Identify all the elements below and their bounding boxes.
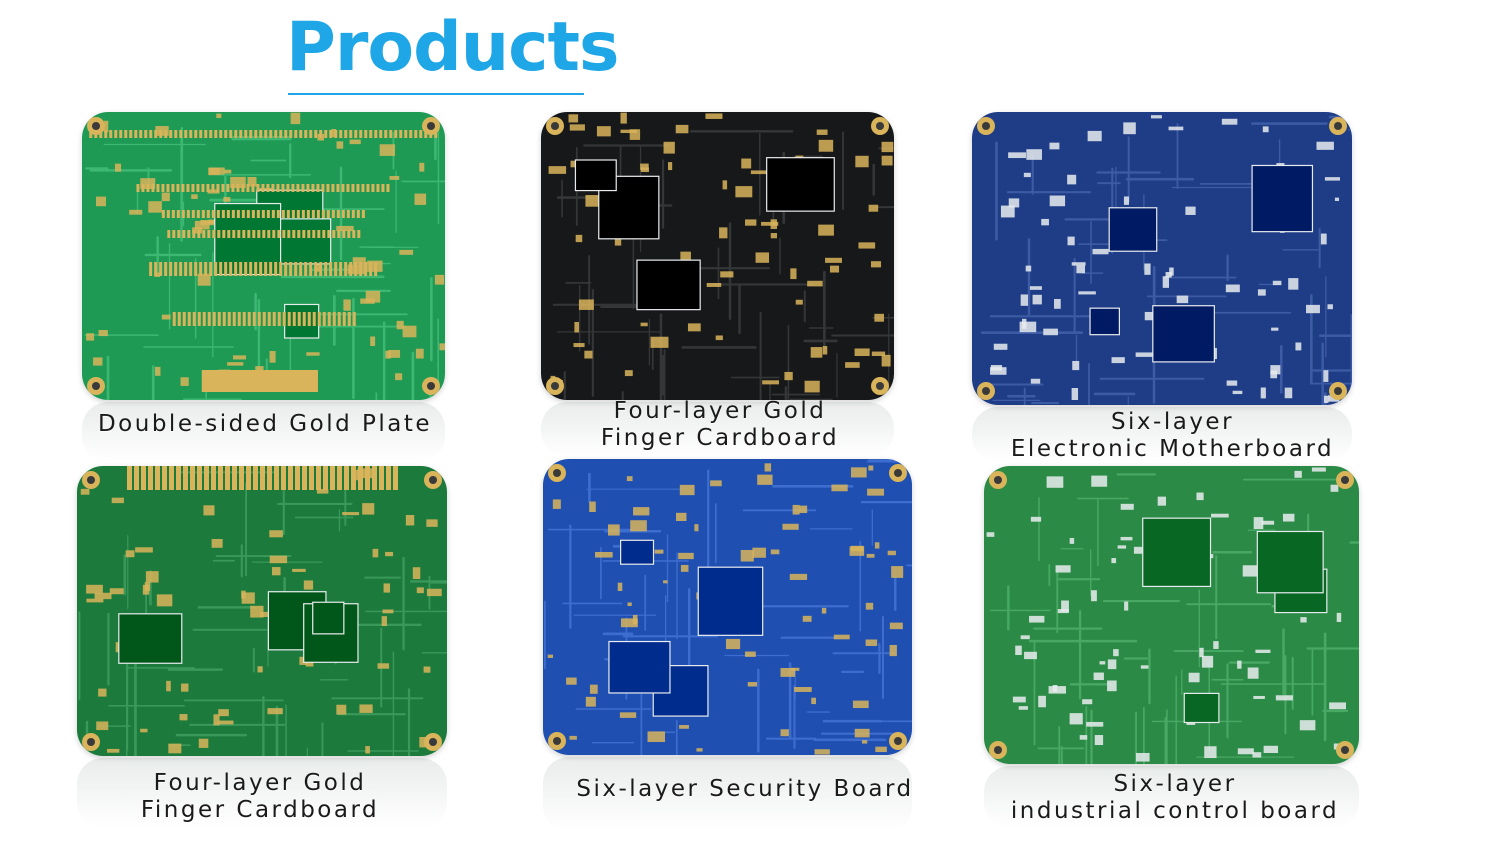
caption-line: Four-layer Gold — [613, 398, 827, 424]
caption-line: Finger Cardboard — [140, 797, 380, 823]
product-caption: Six-layer Security Board — [545, 776, 945, 803]
product-image-six-layer-industrial-control-board — [984, 466, 1359, 764]
page-title: Products — [286, 8, 619, 87]
caption-line: Electronic Motherboard — [1010, 436, 1335, 462]
product-image-six-layer-electronic-motherboard — [972, 112, 1352, 405]
caption-line: Six-layer — [1110, 409, 1235, 435]
caption-line: Double-sided Gold Plate — [97, 411, 433, 437]
caption-line: Finger Cardboard — [600, 425, 840, 451]
caption-line: Six-layer Security Board — [576, 776, 914, 802]
pcb-illustration — [972, 112, 1352, 405]
caption-line: industrial control board — [1010, 798, 1340, 824]
product-image-six-layer-security-board — [543, 459, 912, 755]
image-reflection — [984, 766, 1359, 828]
title-underline — [288, 93, 584, 95]
product-image-four-layer-gold-finger-black — [541, 112, 894, 400]
pcb-illustration — [541, 112, 894, 400]
product-caption: Six-layer Electronic Motherboard — [975, 409, 1370, 463]
product-caption: Four-layer Gold Finger Cardboard — [560, 398, 880, 452]
product-caption: Four-layer Gold Finger Cardboard — [90, 770, 430, 824]
image-reflection — [77, 758, 447, 828]
image-reflection — [82, 402, 445, 462]
pcb-illustration — [543, 459, 912, 755]
caption-line: Four-layer Gold — [153, 770, 367, 796]
image-reflection — [541, 402, 894, 457]
pcb-illustration — [984, 466, 1359, 764]
caption-line: Six-layer — [1113, 771, 1237, 797]
pcb-illustration — [82, 112, 445, 400]
product-caption: Double-sided Gold Plate — [70, 411, 460, 438]
image-reflection — [543, 757, 912, 832]
product-image-double-sided-gold-plate — [82, 112, 445, 400]
image-reflection — [972, 407, 1352, 462]
product-caption: Six-layer industrial control board — [990, 771, 1360, 825]
pcb-illustration — [77, 466, 447, 756]
product-image-four-layer-gold-finger-green — [77, 466, 447, 756]
